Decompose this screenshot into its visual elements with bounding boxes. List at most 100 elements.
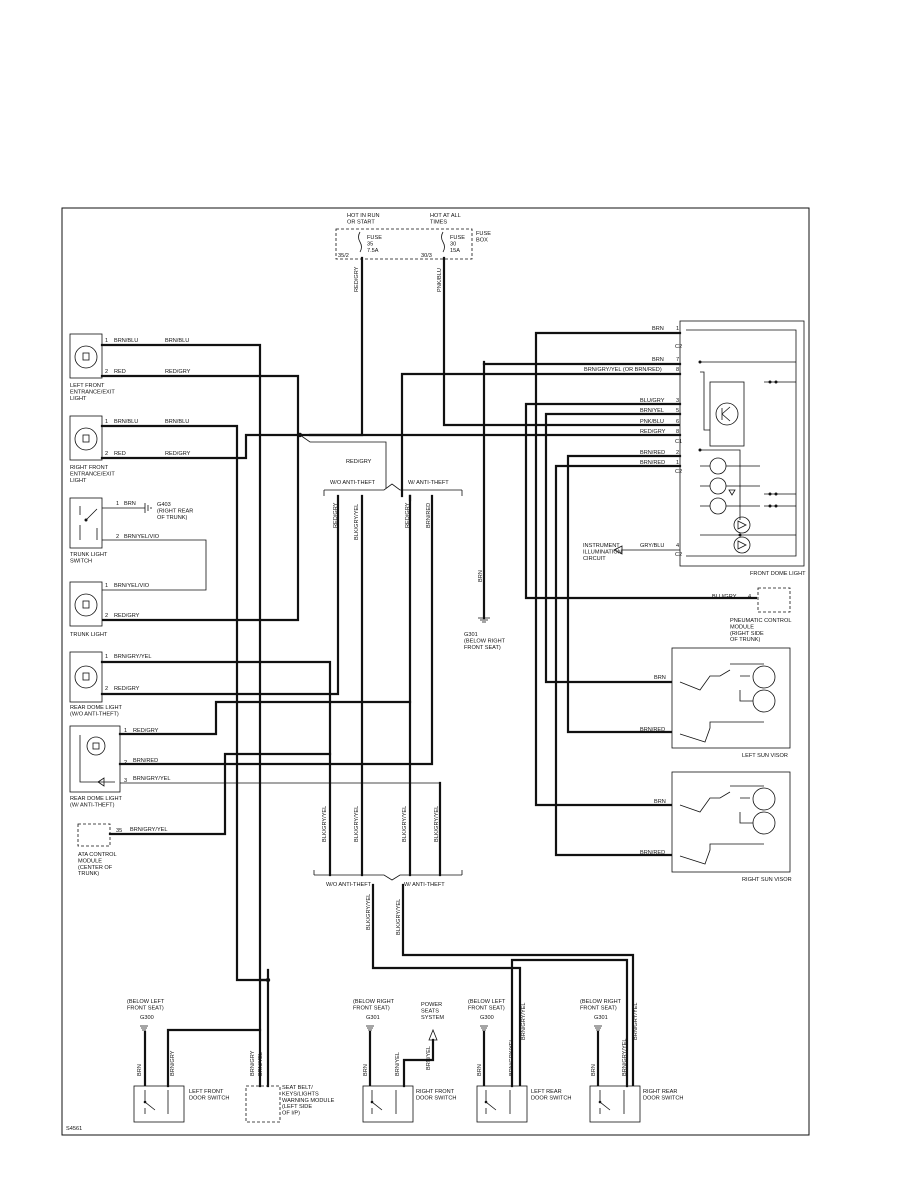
wire-rd-brn-gry-yel: [100, 660, 332, 877]
svg-text:2: 2: [105, 369, 108, 375]
svg-text:BRN/YEL: BRN/YEL: [395, 1052, 401, 1076]
svg-text:RED/GRY: RED/GRY: [114, 686, 140, 692]
junction-wire-label: RED/GRY: [346, 459, 372, 465]
svg-text:RED: RED: [114, 369, 126, 375]
svg-text:BLK/GRY/YEL: BLK/GRY/YEL: [322, 806, 328, 842]
wire-rdw-brn-gry-yel: [120, 782, 441, 875]
svg-text:GRY/BLU: GRY/BLU: [640, 543, 664, 549]
left-sun-visor-label: LEFT SUN VISOR: [742, 753, 788, 759]
rear-dome-light-w-anti-theft: REAR DOME LIGHT(W/ ANTI-THEFT) 1 RED/GRY…: [69, 725, 171, 808]
svg-text:BRN: BRN: [652, 326, 664, 332]
svg-text:BRN: BRN: [363, 1064, 369, 1076]
front-dome-rows: BRN 1 C2 BRN 7 BRN/GRY/YEL (OR BRN/RED) …: [583, 326, 682, 562]
wire-fd-gry-blu: [613, 545, 680, 555]
fuse-30-symbol: [441, 231, 445, 253]
fuse-35-wire: RED/GRY: [354, 266, 360, 292]
lower-wo-label: W/O ANTI-THEFT: [326, 882, 372, 888]
svg-text:BRN/GRY/YEL: BRN/GRY/YEL: [633, 1002, 639, 1040]
wire-rf-door-brn-yel: [402, 1038, 435, 1088]
svg-text:BRN/BLU: BRN/BLU: [165, 338, 189, 344]
wire-rear-doors-link: [510, 958, 629, 1088]
fuse-35-symbol: [358, 231, 362, 253]
svg-text:7: 7: [676, 357, 679, 363]
wire-rd-red-gry: [100, 494, 340, 696]
svg-text:BRN: BRN: [137, 1064, 143, 1076]
rear-dome-wo-label: REAR DOME LIGHT(W/O ANTI-THEFT): [70, 705, 122, 717]
wire-lf-door-brn-gry: [166, 1028, 262, 1088]
mid-w-label: W/ ANTI-THEFT: [408, 480, 449, 486]
svg-text:1: 1: [105, 338, 108, 344]
svg-text:BRN/RED: BRN/RED: [640, 450, 665, 456]
svg-text:BRN: BRN: [654, 799, 666, 805]
diagram-border: [61, 207, 810, 1136]
trunk-light: TRUNK LIGHT 1 BRN/YEL/VIO 2 RED/GRY: [69, 581, 150, 638]
front-dome-light: FRONT DOME LIGHT: [679, 320, 806, 577]
rear-dome-light-wo-anti-theft: REAR DOME LIGHT(W/O ANTI-THEFT) 1 BRN/GR…: [69, 651, 152, 717]
svg-text:BRN/GRY/YEL: BRN/GRY/YEL: [114, 654, 152, 660]
svg-text:RED/GRY: RED/GRY: [114, 613, 140, 619]
svg-text:1: 1: [124, 728, 127, 734]
svg-text:BRN/YEL/VIO: BRN/YEL/VIO: [124, 534, 160, 540]
svg-text:1: 1: [676, 460, 679, 466]
wire-rdw-brn-red: [118, 494, 434, 766]
svg-text:RED/GRY: RED/GRY: [333, 502, 339, 528]
wire-fd-brn-1: [534, 331, 682, 807]
svg-text:BRN/GRY/YEL: BRN/GRY/YEL: [133, 776, 171, 782]
rear-dome-w-label: REAR DOME LIGHT(W/ ANTI-THEFT): [70, 796, 122, 808]
svg-text:BRN/BLU: BRN/BLU: [165, 419, 189, 425]
svg-text:2: 2: [105, 451, 108, 457]
wire-fd-blu-gry: [524, 402, 758, 600]
svg-text:BRN/RED: BRN/RED: [640, 850, 665, 856]
svg-text:RED/GRY: RED/GRY: [165, 451, 191, 457]
svg-text:2: 2: [105, 613, 108, 619]
svg-text:BRN: BRN: [652, 357, 664, 363]
svg-text:C2: C2: [675, 469, 682, 475]
svg-text:6: 6: [676, 419, 679, 425]
svg-text:BRN/GRY: BRN/GRY: [250, 1050, 256, 1076]
svg-text:8: 8: [676, 367, 679, 373]
fuse-35-terminal: 35/2: [338, 253, 349, 259]
trunk-light-label: TRUNK LIGHT: [70, 632, 108, 638]
fuse-30-terminal: 30/3: [421, 253, 432, 259]
right-sun-visor-label: RIGHT SUN VISOR: [742, 877, 792, 883]
svg-text:1: 1: [105, 654, 108, 660]
svg-text:PNK/BLU: PNK/BLU: [640, 419, 664, 425]
wire-rdw-red-gry: [118, 494, 412, 736]
svg-text:G301: G301: [594, 1015, 608, 1021]
wire-lf-red-gry: [100, 374, 300, 622]
wire-fd-brn-red-1: [554, 464, 682, 857]
wire-fd-brn-gry-yel: [400, 372, 682, 498]
svg-text:BRN: BRN: [591, 1064, 597, 1076]
svg-text:BRN/RED: BRN/RED: [640, 460, 665, 466]
lower-split-selector: BLK/GRY/YEL BLK/GRY/YEL BLK/GRY/YEL BLK/…: [313, 806, 463, 935]
svg-text:BLK/GRY/YEL: BLK/GRY/YEL: [354, 504, 360, 540]
svg-text:BRN/GRY/YEL (OR BRN/RED): BRN/GRY/YEL (OR BRN/RED): [584, 367, 662, 373]
svg-text:BLU/GRY: BLU/GRY: [712, 594, 737, 600]
svg-text:RED: RED: [114, 451, 126, 457]
svg-text:3: 3: [124, 778, 127, 784]
svg-text:BRN/RED: BRN/RED: [133, 758, 158, 764]
svg-text:BRN: BRN: [124, 501, 136, 507]
mid-split-selector: W/O ANTI-THEFT W/ ANTI-THEFT RED/GRY BLK…: [323, 480, 463, 540]
svg-text:BRN/GRY/YEL: BRN/GRY/YEL: [521, 1002, 527, 1040]
wire-fd-brn-red-2: [566, 454, 682, 734]
svg-text:BRN/GRY: BRN/GRY: [170, 1050, 176, 1076]
wire-lf-brn-blu: [100, 343, 262, 982]
